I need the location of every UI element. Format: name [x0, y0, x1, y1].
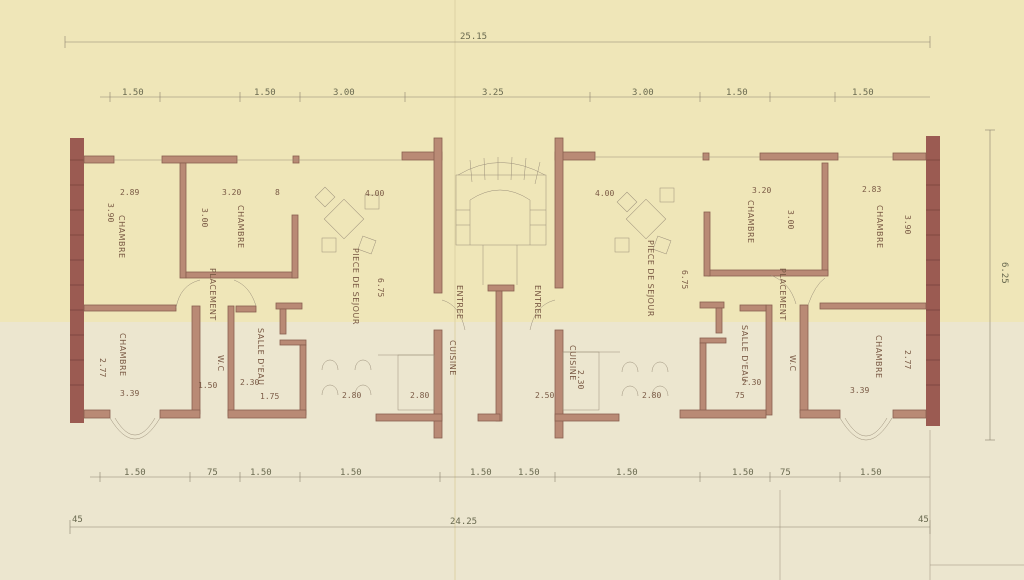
right-unit-walls	[562, 162, 927, 441]
left-bedroom-2-height: 3.00	[200, 208, 209, 227]
top-dim-6: 1.50	[726, 88, 748, 98]
bottom-dim-2: 75	[207, 468, 218, 478]
bottom-dim-8: 1.50	[732, 468, 754, 478]
right-bathroom-label: SALLE D'EAU	[740, 325, 749, 382]
right-kitchen-dim-2: 2.80	[642, 391, 661, 400]
top-dim-4: 3.25	[482, 88, 504, 98]
left-party-wall-lower	[433, 329, 443, 439]
bottom-dim-5: 1.50	[470, 468, 492, 478]
left-bedroom-3-label: CHAMBRE	[118, 333, 127, 377]
right-placement-label: PLACEMENT	[778, 268, 787, 321]
left-wc-label: W.C	[216, 355, 225, 372]
right-bathroom-height: 2.30	[742, 378, 761, 387]
right-bedroom-3-height: 2.77	[903, 350, 912, 369]
right-entry-label: ENTREE	[533, 285, 542, 320]
top-dimension-chain: 25.15 1.50 1.50 3.00 3.25 3.00 1.50 1.50	[64, 32, 931, 102]
right-dimension: 6.25	[985, 129, 1009, 441]
right-living-label: PIECE DE SEJOUR	[646, 240, 655, 317]
left-kitchen-dim-2: 2.80	[410, 391, 429, 400]
left-bedroom-2-label: CHAMBRE	[236, 205, 245, 249]
left-end-wall	[70, 138, 84, 423]
top-overall-dim: 25.15	[460, 32, 487, 42]
left-kitchen-dim: 2.80	[342, 391, 361, 400]
right-kitchen-dim: 2.30	[576, 370, 585, 389]
right-bedroom-3-label: CHAMBRE	[874, 335, 883, 379]
bottom-corner-left: 45	[72, 515, 83, 525]
right-kitchen-dim-3: 2.50	[535, 391, 554, 400]
top-dim-5: 3.00	[632, 88, 654, 98]
right-bedroom-1-height: 3.90	[903, 215, 912, 234]
right-bathroom-width: 75	[735, 391, 745, 400]
left-party-wall	[433, 137, 443, 294]
right-bedroom-1-width: 2.83	[862, 185, 881, 194]
right-wc-label: W.C	[788, 355, 797, 372]
right-end-wall	[926, 136, 940, 426]
right-dining-furniture	[614, 187, 675, 397]
left-living-height: 6.75	[376, 278, 385, 297]
top-dim-3: 3.00	[333, 88, 355, 98]
right-bedroom-2-height: 3.00	[786, 210, 795, 229]
bottom-dim-7: 1.50	[616, 468, 638, 478]
bottom-corner-right: 45	[918, 515, 929, 525]
bottom-overall-dim: 24.25	[450, 517, 477, 527]
right-kitchen-label: CUISINE	[568, 345, 577, 381]
left-wc-dim: 1.50	[198, 381, 217, 390]
left-bedroom-3-height: 2.77	[98, 358, 107, 377]
right-living-height: 6.75	[680, 270, 689, 289]
left-bedroom-1-label: CHAMBRE	[117, 215, 126, 259]
left-kitchen-label: CUISINE	[448, 340, 457, 376]
paper-lower-fold	[0, 322, 1024, 580]
left-small-dim-1: 8	[275, 188, 280, 197]
left-living-width: 4.00	[365, 189, 384, 198]
top-dim-1: 1.50	[122, 88, 144, 98]
bottom-dim-4: 1.50	[340, 468, 362, 478]
left-entry-label: ENTREE	[455, 285, 464, 320]
bottom-dimension-chain: 1.50 75 1.50 1.50 1.50 1.50 1.50 1.50 75…	[69, 430, 1024, 580]
top-exterior-wall	[83, 151, 927, 164]
left-placement-label: PLACEMENT	[208, 268, 217, 321]
door-swings	[175, 274, 826, 331]
left-bathroom-height: 2.30	[240, 378, 259, 387]
left-bedroom-3-width: 3.39	[120, 389, 139, 398]
left-bedroom-1-width: 2.89	[120, 188, 139, 197]
right-bedroom-2-width: 3.20	[752, 186, 771, 195]
staircase	[455, 156, 547, 285]
right-overall-dim: 6.25	[999, 262, 1009, 284]
left-bedroom-1-height: 3.90	[106, 203, 115, 222]
left-bathroom-label: SALLE D'EAU	[256, 328, 265, 385]
left-bedroom-2-width: 3.20	[222, 188, 241, 197]
right-living-width: 4.00	[595, 189, 614, 198]
brick-texture	[70, 159, 940, 386]
top-dim-2: 1.50	[254, 88, 276, 98]
top-dim-7: 1.50	[852, 88, 874, 98]
left-bathroom-width: 1.75	[260, 392, 279, 401]
bottom-dim-9: 75	[780, 468, 791, 478]
left-dining-furniture	[314, 186, 380, 396]
right-party-wall	[554, 137, 564, 289]
bottom-dim-10: 1.50	[860, 468, 882, 478]
right-bedroom-1-label: CHAMBRE	[875, 205, 884, 249]
bottom-dim-6: 1.50	[518, 468, 540, 478]
bottom-dim-1: 1.50	[124, 468, 146, 478]
left-living-label: PIECE DE SEJOUR	[351, 248, 360, 325]
right-bedroom-3-width: 3.39	[850, 386, 869, 395]
right-bedroom-2-label: CHAMBRE	[746, 200, 755, 244]
left-unit-walls	[83, 162, 435, 440]
right-party-wall-lower	[554, 329, 564, 439]
bottom-dim-3: 1.50	[250, 468, 272, 478]
